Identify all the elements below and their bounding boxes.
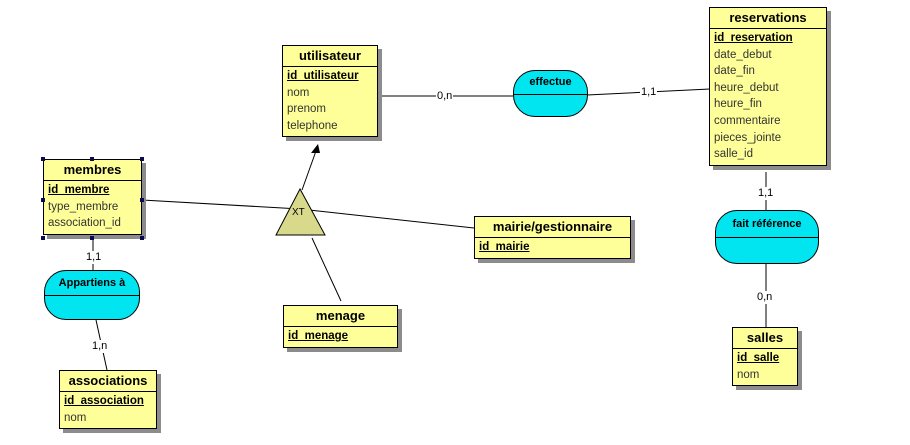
- cardinality-label: 1,1: [640, 86, 658, 99]
- attribute: commentaire: [714, 114, 781, 127]
- entity-title: mairie/gestionnaire: [475, 217, 630, 238]
- link-xt-utilisateur: [301, 150, 317, 191]
- selection-handle[interactable]: [41, 198, 45, 202]
- entity-title: associations: [60, 371, 156, 392]
- primary-key: id_menage: [288, 330, 349, 342]
- association-fait-reference[interactable]: fait référence: [715, 210, 819, 264]
- attribute: nom: [287, 86, 310, 99]
- link-xt-mairie: [299, 208, 475, 229]
- inheritance-label: XT: [292, 207, 305, 218]
- selection-handle[interactable]: [41, 236, 45, 240]
- association-effectue[interactable]: effectue: [513, 70, 588, 117]
- selection-handle[interactable]: [140, 198, 144, 202]
- inheritance-triangle[interactable]: [275, 187, 326, 236]
- attribute: nom: [64, 411, 87, 424]
- attribute: association_id: [48, 217, 121, 230]
- primary-key: id_mairie: [479, 241, 530, 253]
- entity-mairie-gestionnaire[interactable]: mairie/gestionnaire id_mairie: [474, 216, 631, 259]
- attribute: salle_id: [714, 148, 753, 161]
- entity-reservations[interactable]: reservations id_reservation date_debut d…: [709, 7, 827, 166]
- entity-title: salles: [733, 328, 797, 349]
- entity-title: menage: [284, 306, 397, 327]
- primary-key: id_association: [64, 395, 144, 407]
- primary-key: id_reservation: [714, 32, 793, 44]
- entity-membres[interactable]: membres id_membre type_membre associatio…: [43, 159, 142, 235]
- link-menage-xt: [311, 237, 342, 302]
- link-membres-xt: [141, 199, 301, 210]
- entity-salles[interactable]: salles id_salle nom: [732, 327, 798, 387]
- cardinality-label: 1,1: [85, 251, 103, 264]
- attribute: heure_debut: [714, 81, 779, 94]
- association-appartiens[interactable]: Appartiens à: [44, 270, 140, 320]
- attribute: type_membre: [48, 200, 119, 213]
- cardinality-label: 0,n: [756, 291, 774, 304]
- selection-handle[interactable]: [140, 157, 144, 161]
- attribute: nom: [737, 368, 760, 381]
- attribute: prenom: [287, 103, 326, 116]
- attribute: heure_fin: [714, 98, 762, 111]
- arrowhead-icon: [311, 144, 320, 153]
- attribute: date_debut: [714, 48, 772, 61]
- attribute: date_fin: [714, 65, 755, 78]
- selection-handle[interactable]: [90, 236, 94, 240]
- association-name: Appartiens à: [45, 271, 139, 296]
- attribute: pieces_jointe: [714, 131, 782, 144]
- primary-key: id_salle: [737, 352, 780, 364]
- entity-title: reservations: [710, 8, 826, 29]
- selection-handle[interactable]: [140, 236, 144, 240]
- entity-menage[interactable]: menage id_menage: [283, 305, 398, 348]
- attribute: telephone: [287, 119, 338, 132]
- cardinality-label: 1,n: [91, 340, 109, 353]
- selection-handle[interactable]: [90, 157, 94, 161]
- entity-title: utilisateur: [283, 46, 377, 67]
- association-name: effectue: [514, 71, 587, 95]
- entity-title: membres: [44, 160, 141, 181]
- cardinality-label: 1,1: [757, 187, 775, 200]
- entity-associations[interactable]: associations id_association nom: [59, 370, 157, 430]
- selection-handle[interactable]: [41, 157, 45, 161]
- primary-key: id_utilisateur: [287, 70, 359, 82]
- association-name: fait référence: [716, 211, 818, 238]
- primary-key: id_membre: [48, 184, 110, 196]
- entity-utilisateur[interactable]: utilisateur id_utilisateur nom prenom te…: [282, 45, 378, 138]
- cardinality-label: 0,n: [436, 90, 454, 103]
